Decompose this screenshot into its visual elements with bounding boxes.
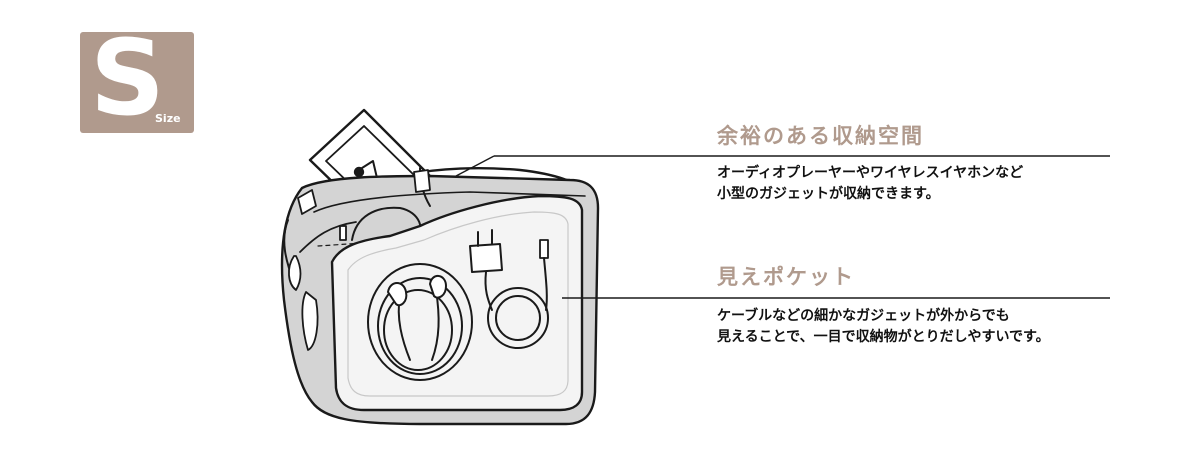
size-letter: S [90,17,165,139]
callout-body-line: 小型のガジェットが収納できます。 [717,186,940,202]
callout-body-storage: オーディオプレーヤーやワイヤレスイヤホンなど 小型のガジェットが収納できます。 [717,163,1023,205]
callout-body-line: オーディオプレーヤーやワイヤレスイヤホンなど [717,165,1024,181]
callout-body-pocket: ケーブルなどの細かなガジェットが外からでも 見えることで、一目で収納物がとりだし… [717,306,1050,348]
leader-lines [455,155,1110,299]
callout-title-pocket: 見えポケット [717,265,855,289]
size-badge: S Size [80,26,194,133]
callout-title-storage: 余裕のある収納空間 [717,124,924,148]
callout-body-line: 見えることで、一目で収納物がとりだしやすいです。 [717,329,1050,345]
size-label: Size [155,112,181,125]
callout-body-line: ケーブルなどの細かなガジェットが外からでも [717,308,1010,324]
